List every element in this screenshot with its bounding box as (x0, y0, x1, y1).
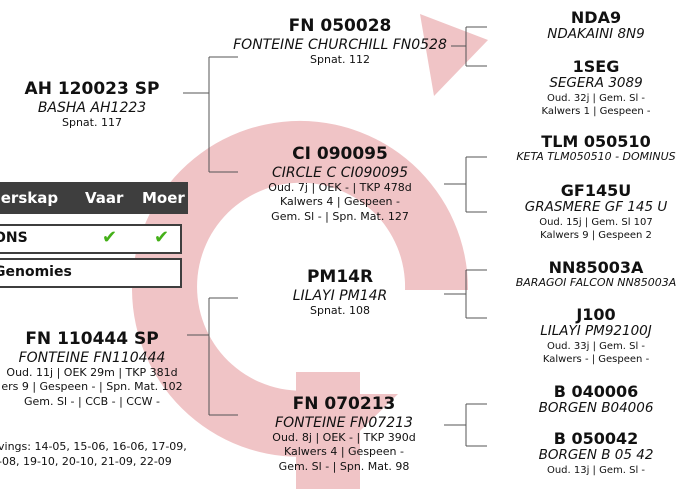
dam-dam-node[interactable]: FN 070213 FONTEINE FN07213 Oud. 8j | OEK… (272, 395, 415, 475)
sire-sire-details: Spnat. 112 (233, 53, 447, 68)
g3-name: LILAYI PM92100J (540, 324, 652, 340)
g3-code: B 040006 (539, 383, 654, 401)
ownership-row-genomies: Genomies (0, 258, 182, 288)
ownership-col-dam: Moer (142, 189, 185, 207)
g3-details-2: Kalwers - | Gespeen - (540, 353, 652, 366)
dam-details-1: Oud. 11j | OEK 29m | TKP 381d (1, 366, 182, 381)
dam-dam-details-2: Kalwers 4 | Gespeen - (272, 445, 415, 460)
dam-code: FN 110444 SP (1, 330, 182, 350)
dam-calvings-line-2: -08, 19-10, 20-10, 21-09, 22-09 (0, 455, 187, 470)
g3-code: J100 (540, 306, 652, 324)
g3-code: NDA9 (547, 9, 644, 27)
dam-name: FONTEINE FN110444 (1, 350, 182, 366)
dam-check-icon: ✔ (154, 227, 169, 248)
ownership-header: Oerskap Vaar Moer (0, 182, 188, 214)
g3-code: GF145U (525, 182, 667, 200)
ownership-col-owner: Oerskap (0, 189, 58, 207)
dam-details-2: ers 9 | Gespeen - | Spn. Mat. 102 (1, 380, 182, 395)
dam-calvings: vings: 14-05, 15-06, 16-06, 17-09, -08, … (0, 440, 187, 470)
ownership-row-ons: ONS ✔ ✔ (0, 224, 182, 254)
dam-node[interactable]: FN 110444 SP FONTEINE FN110444 Oud. 11j … (1, 330, 182, 410)
ownership-table: Oerskap Vaar Moer ONS ✔ ✔ Genomies (0, 182, 188, 288)
g3-name: SEGERA 3089 (541, 76, 650, 92)
g3-name: GRASMERE GF 145 U (525, 200, 667, 216)
g3-name: BORGEN B 05 42 (539, 448, 654, 464)
sire-dam-details-1: Oud. 7j | OEK - | TKP 478d (268, 181, 411, 196)
g3-node-7[interactable]: B 040006 BORGEN B04006 (539, 383, 654, 417)
g3-details-2: Kalwers 9 | Gespeen 2 (525, 229, 667, 242)
sire-check-icon: ✔ (102, 227, 117, 248)
g3-node-2[interactable]: 1SEG SEGERA 3089 Oud. 32j | Gem. Sl - Ka… (541, 58, 650, 118)
g3-code: TLM 050510 (516, 133, 675, 151)
g3-node-3[interactable]: TLM 050510 KETA TLM050510 - DOMINUS (516, 133, 675, 164)
sire-sire-name: FONTEINE CHURCHILL FN0528 (233, 37, 447, 53)
g3-details-1: Oud. 13j | Gem. Sl - (539, 464, 654, 477)
dam-dam-details-1: Oud. 8j | OEK - | TKP 390d (272, 431, 415, 446)
ownership-row-label: ONS (0, 230, 28, 246)
g3-details-1: Oud. 32j | Gem. Sl - (541, 92, 650, 105)
dam-dam-details-3: Gem. Sl - | Spn. Mat. 98 (272, 460, 415, 475)
g3-name: NDAKAINI 8N9 (547, 27, 644, 43)
sire-dam-name: CIRCLE C CI090095 (268, 165, 411, 181)
dam-sire-name: LILAYI PM14R (293, 288, 388, 304)
sire-node[interactable]: AH 120023 SP BASHA AH1223 Spnat. 117 (25, 80, 160, 130)
sire-sire-node[interactable]: FN 050028 FONTEINE CHURCHILL FN0528 Spna… (233, 17, 447, 67)
g3-details-2: Kalwers 1 | Gespeen - (541, 105, 650, 118)
ownership-row-label: Genomies (0, 264, 72, 280)
dam-calvings-line-1: vings: 14-05, 15-06, 16-06, 17-09, (0, 440, 187, 455)
g3-node-6[interactable]: J100 LILAYI PM92100J Oud. 33j | Gem. Sl … (540, 306, 652, 366)
g3-code: NN85003A (516, 259, 677, 277)
sire-name: BASHA AH1223 (25, 100, 160, 116)
sire-dam-details-2: Kalwers 4 | Gespeen - (268, 195, 411, 210)
g3-code: B 050042 (539, 430, 654, 448)
g3-code: 1SEG (541, 58, 650, 76)
sire-dam-details-3: Gem. Sl - | Spn. Mat. 127 (268, 210, 411, 225)
g3-node-5[interactable]: NN85003A BARAGOI FALCON NN85003A (516, 259, 677, 290)
dam-sire-node[interactable]: PM14R LILAYI PM14R Spnat. 108 (293, 268, 388, 318)
dam-sire-code: PM14R (293, 268, 388, 288)
g3-node-1[interactable]: NDA9 NDAKAINI 8N9 (547, 9, 644, 43)
sire-details: Spnat. 117 (25, 116, 160, 131)
sire-code: AH 120023 SP (25, 80, 160, 100)
dam-dam-code: FN 070213 (272, 395, 415, 415)
g3-details-1: Oud. 15j | Gem. Sl 107 (525, 216, 667, 229)
g3-name: KETA TLM050510 - DOMINUS (516, 151, 675, 164)
ownership-col-sire: Vaar (85, 189, 123, 207)
dam-dam-name: FONTEINE FN07213 (272, 415, 415, 431)
sire-dam-code: CI 090095 (268, 145, 411, 165)
g3-name: BARAGOI FALCON NN85003A (516, 277, 677, 290)
g3-name: BORGEN B04006 (539, 401, 654, 417)
g3-details-1: Oud. 33j | Gem. Sl - (540, 340, 652, 353)
g3-node-8[interactable]: B 050042 BORGEN B 05 42 Oud. 13j | Gem. … (539, 430, 654, 477)
g3-node-4[interactable]: GF145U GRASMERE GF 145 U Oud. 15j | Gem.… (525, 182, 667, 242)
sire-sire-code: FN 050028 (233, 17, 447, 37)
dam-details-3: Gem. Sl - | CCB - | CCW - (1, 395, 182, 410)
dam-sire-details: Spnat. 108 (293, 304, 388, 319)
sire-dam-node[interactable]: CI 090095 CIRCLE C CI090095 Oud. 7j | OE… (268, 145, 411, 225)
